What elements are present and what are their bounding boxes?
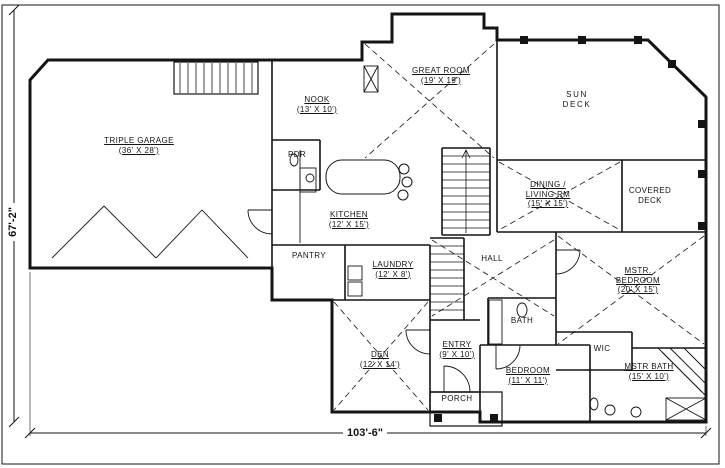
room-dims: (15' X 10') [628, 371, 670, 381]
room-name: PORCH [441, 394, 473, 403]
fireplace [363, 65, 379, 93]
room-name: BEDROOM [505, 366, 551, 375]
room-name: DEN [370, 350, 390, 359]
room-label-triple-garage: TRIPLE GARAGE (36' X 28') [104, 136, 174, 155]
room-label-entry: ENTRY (9' X 10') [439, 340, 475, 359]
room-label-bedroom: BEDROOM (11' X 11') [506, 366, 550, 385]
room-label-porch: PORCH [442, 394, 473, 404]
room-dims: (15' X 15') [527, 199, 569, 208]
room-label-mstr-bedroom: MSTR. BEDROOM (20' X 15') [616, 266, 660, 295]
room-name: KITCHEN [330, 210, 368, 219]
pdr-fixtures [289, 153, 315, 183]
garage-truss-lines [51, 205, 249, 259]
room-dims: (11' X 11') [508, 375, 548, 385]
interior-walls [271, 40, 706, 422]
room-name: ENTRY [442, 340, 472, 349]
ceiling-vault-lines [333, 43, 705, 411]
room-name: NOOK [304, 95, 330, 104]
kitchen-counter [299, 150, 317, 243]
room-label-covered-deck: COVERED DECK [629, 186, 671, 205]
door-swings [247, 209, 581, 393]
room-label-bath: BATH [511, 316, 533, 326]
room-name: MSTR. [624, 266, 652, 275]
room-name: BATH [510, 316, 534, 325]
room-name: DECK [562, 99, 592, 109]
room-dims: (12' X 8') [375, 269, 411, 279]
room-name: SUN [566, 90, 588, 99]
room-label-pantry: PANTRY [292, 251, 326, 261]
room-name: HALL [481, 254, 503, 263]
room-name: TRIPLE GARAGE [104, 136, 174, 145]
room-label-wic: WIC [594, 344, 611, 354]
overall-height-dimension: 67'-2" [7, 203, 19, 241]
room-name: LIVING RM [525, 189, 571, 199]
room-label-great-room: GREAT ROOM (19' X 19') [412, 66, 470, 85]
laundry-fixtures [347, 265, 363, 297]
room-dims: (13' X 10') [296, 104, 338, 114]
deck-posts [434, 36, 706, 422]
room-label-mstr-bath: MSTR BATH (15' X 10') [624, 362, 673, 381]
room-label-nook: NOOK (13' X 10') [297, 95, 337, 114]
exterior-walls [28, 12, 708, 424]
garage-stair-hatch [173, 61, 259, 95]
room-name: COVERED [628, 186, 672, 195]
room-label-hall: HALL [481, 254, 503, 264]
room-label-den: DEN (12' X 14') [360, 350, 400, 369]
room-name: GREAT ROOM [412, 66, 470, 75]
master-bath-fixtures [589, 347, 707, 421]
room-label-sun-deck: SUN DECK [563, 90, 592, 109]
room-label-laundry: LAUNDRY (12' X 8') [373, 260, 414, 279]
room-name: BEDROOM [615, 275, 661, 285]
sheet-border [1, 4, 720, 465]
room-label-pdr: PDR [288, 150, 306, 160]
room-dims: (9' X 10') [439, 349, 475, 359]
bath-fixtures [488, 299, 528, 345]
room-name: DINING / [530, 180, 566, 189]
room-label-dining-living: DINING / LIVING RM (15' X 15') [526, 180, 571, 209]
room-dims: (20' X 15') [617, 285, 659, 294]
room-dims: (12' X 15') [328, 219, 370, 229]
porch-outline [429, 391, 503, 427]
overall-width-dimension: 103'-6" [343, 427, 387, 439]
kitchen-island [325, 159, 413, 201]
stairs-lower [430, 245, 464, 311]
room-name: PDR [287, 150, 307, 159]
room-label-kitchen: KITCHEN (12' X 15') [329, 210, 369, 229]
room-dims: (19' X 19') [420, 75, 462, 85]
room-dims: (36' X 28') [118, 145, 160, 155]
room-dims: (12' X 14') [359, 359, 401, 369]
room-name: LAUNDRY [372, 260, 414, 269]
room-name: MSTR BATH [624, 362, 674, 371]
stairs-upper [442, 149, 490, 233]
room-name: DECK [638, 195, 662, 205]
room-name: WIC [593, 344, 611, 353]
room-name: PANTRY [291, 251, 327, 260]
